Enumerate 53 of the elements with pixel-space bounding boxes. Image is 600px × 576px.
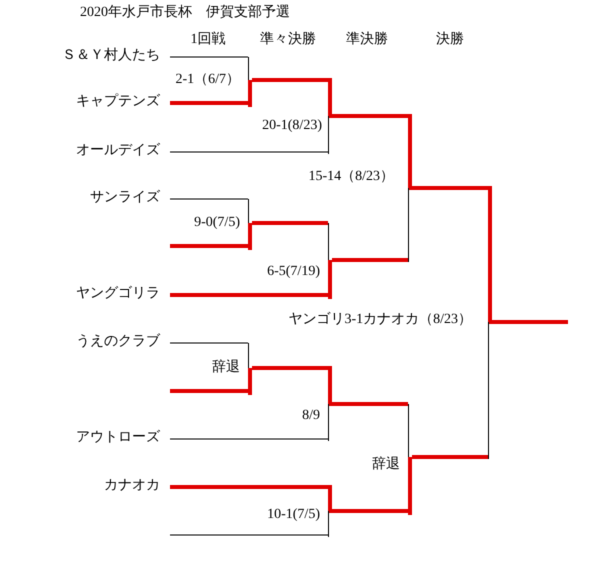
bracket-junction <box>248 341 252 393</box>
round-header: 1回戦 <box>190 31 226 49</box>
bracket-line <box>170 534 328 536</box>
bracket-junction <box>408 402 412 513</box>
bracket-line <box>170 293 328 297</box>
score-label: 15-14（8/23） <box>308 168 394 186</box>
bracket-line <box>412 455 488 459</box>
score-label: 6-5(7/19) <box>267 263 320 281</box>
team-name: アウトローズ <box>76 429 170 447</box>
score-label: 9-0(7/5) <box>194 214 240 232</box>
bracket-junction <box>248 55 252 105</box>
bracket-line <box>170 101 248 105</box>
team-name: サンライズ <box>90 189 170 207</box>
bracket-line <box>170 485 328 489</box>
bracket-line <box>170 244 248 248</box>
team-name: ヤングゴリラ <box>76 285 170 303</box>
bracket-junction <box>328 78 332 154</box>
team-name: うえのクラブ <box>76 333 170 351</box>
bracket-line <box>252 221 328 225</box>
round-header: 決勝 <box>436 31 464 49</box>
bracket-line <box>170 438 328 440</box>
score-label: 2-1（6/7） <box>175 71 240 89</box>
bracket-line <box>412 186 488 190</box>
bracket-line <box>332 509 408 513</box>
bracket-line <box>332 402 408 406</box>
team-name: オールデイズ <box>76 142 170 160</box>
bracket-line <box>332 114 408 118</box>
score-label: 20-1(8/23) <box>262 117 322 135</box>
bracket-junction <box>248 197 252 248</box>
score-label: 辞退 <box>372 456 400 474</box>
bracket-line <box>170 56 248 58</box>
bracket-junction <box>328 221 332 297</box>
team-name: キャプテンズ <box>76 93 170 111</box>
bracket-line <box>332 258 408 262</box>
bracket-junction <box>328 366 332 441</box>
bracket-line <box>170 342 248 344</box>
bracket-junction <box>488 186 492 459</box>
bracket-line <box>492 320 568 324</box>
score-label: ヤンゴリ3-1カナオカ（8/23） <box>288 311 472 329</box>
bracket-line <box>170 389 248 393</box>
bracket-junction <box>328 485 332 537</box>
score-label: 10-1(7/5) <box>267 506 320 524</box>
bracket-line <box>252 78 328 82</box>
team-name: Ｓ＆Ｙ村人たち <box>62 47 170 65</box>
team-name: カナオカ <box>104 477 170 495</box>
title: 2020年水戸市長杯 伊賀支部予選 <box>80 4 290 22</box>
score-label: 辞退 <box>212 359 240 377</box>
bracket-line <box>170 198 248 200</box>
round-header: 準々決勝 <box>260 31 316 49</box>
score-label: 8/9 <box>302 407 320 425</box>
bracket-junction <box>408 114 412 262</box>
round-header: 準決勝 <box>346 31 388 49</box>
bracket-line <box>252 366 328 370</box>
